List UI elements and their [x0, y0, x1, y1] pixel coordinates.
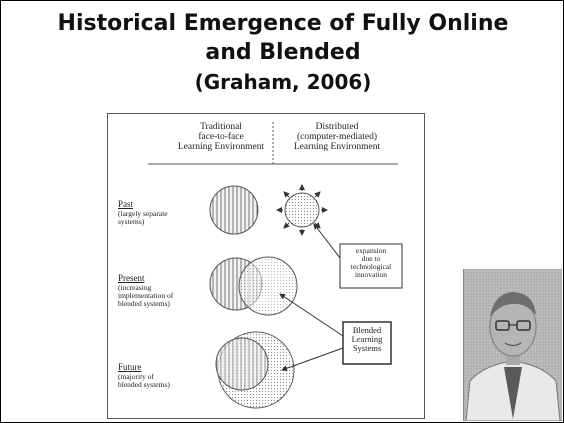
past-face-to-face-circle: [209, 185, 259, 235]
blended-learning-diagram: Traditional face-to-face Learning Enviro…: [107, 113, 425, 419]
era-future-title: Future: [118, 362, 142, 372]
presenter-photo-image: [464, 269, 562, 421]
blended-connector-future: [281, 347, 344, 372]
slide-title-citation: (Graham, 2006): [194, 70, 372, 94]
expansion-callout-text: expansion due to technological innovatio…: [350, 246, 392, 279]
header-distributed: Distributed (computer-mediated) Learning…: [293, 122, 381, 152]
blended-connector-present: [279, 293, 344, 337]
blended-callout-text: Blended Learning Systems: [351, 325, 383, 353]
present-distributed-circle: [238, 256, 298, 316]
presenter-photo: [463, 269, 562, 421]
header-traditional: Traditional face-to-face Learning Enviro…: [177, 122, 265, 152]
diagram-graphics: [148, 122, 403, 409]
expansion-connector: [313, 223, 341, 259]
expansion-callout-box: [339, 243, 403, 289]
era-present-desc: (increasing implementation of blended sy…: [118, 283, 174, 308]
era-past-desc: (largely separate systems): [118, 209, 168, 226]
past-distributed-circle: [284, 192, 320, 228]
era-past-title: Past: [118, 199, 134, 209]
blended-callout-box: [342, 321, 392, 365]
future-face-to-face-circle: [215, 337, 269, 391]
slide-title-line-2: and Blended: [205, 40, 361, 65]
slide-title-line-1: Historical Emergence of Fully Online: [57, 11, 509, 36]
era-present-title: Present: [118, 273, 145, 283]
era-future-desc: (majority of blended systems): [118, 372, 170, 389]
